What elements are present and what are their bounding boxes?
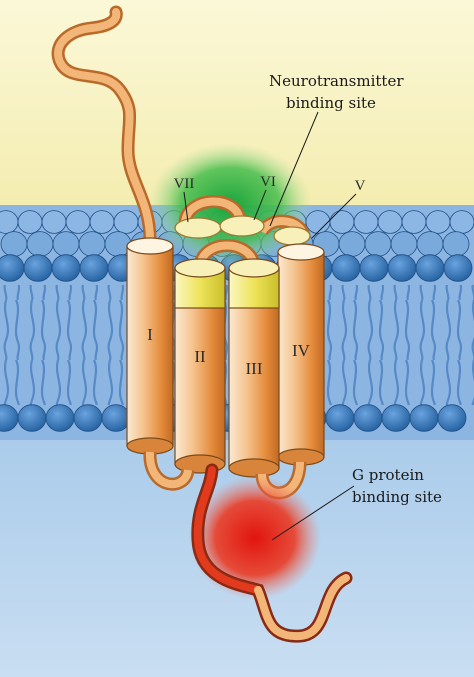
helix-label-VI: VI (260, 174, 276, 190)
lipid-head (402, 211, 426, 234)
lipid-head (360, 255, 388, 282)
svg-text:binding site: binding site (352, 488, 442, 506)
helix-label-V: V (355, 178, 366, 194)
helix-II (175, 259, 225, 473)
lipid-head (450, 211, 474, 234)
svg-text:binding site: binding site (286, 94, 376, 112)
lipid-head (80, 255, 108, 282)
lipid-head (18, 211, 42, 234)
lipid-head (410, 405, 438, 432)
lipid-head (444, 255, 472, 282)
helix-label-IV: IV (292, 341, 311, 360)
lipid-head (52, 255, 80, 282)
lipid-head (102, 405, 130, 432)
helix-I (127, 238, 173, 454)
lipid-head (332, 255, 360, 282)
lipid-head (330, 211, 354, 234)
lipid-head (79, 232, 105, 257)
lipid-head (417, 232, 443, 257)
lipid-head (378, 211, 402, 234)
lipid-head (42, 211, 66, 234)
lipid-head (365, 232, 391, 257)
lipid-head (438, 405, 466, 432)
lipid-head (18, 405, 46, 432)
lipid-head (354, 211, 378, 234)
lipid-head (24, 255, 52, 282)
lipid-head (66, 211, 90, 234)
lipid-head (27, 232, 53, 257)
lipid-head (416, 255, 444, 282)
lipid-head (90, 211, 114, 234)
helix-label-II: II (194, 347, 206, 366)
lipid-head (339, 232, 365, 257)
lipid-head (354, 405, 382, 432)
lipid-head (426, 211, 450, 234)
lipid-head (53, 232, 79, 257)
lipid-head (391, 232, 417, 257)
helix-label-VII: VII (174, 176, 195, 192)
svg-text:G protein: G protein (352, 466, 424, 484)
lipid-head (1, 232, 27, 257)
lipid-head (443, 232, 469, 257)
lipid-head (326, 405, 354, 432)
svg-text:Neurotransmitter: Neurotransmitter (269, 72, 404, 90)
lipid-head (114, 211, 138, 234)
lipid-head (382, 405, 410, 432)
helix-label-I: I (147, 325, 153, 344)
lipid-head (388, 255, 416, 282)
helix-label-III: III (246, 359, 263, 378)
lipid-head (46, 405, 74, 432)
lipid-head (74, 405, 102, 432)
lipid-head (0, 255, 24, 282)
